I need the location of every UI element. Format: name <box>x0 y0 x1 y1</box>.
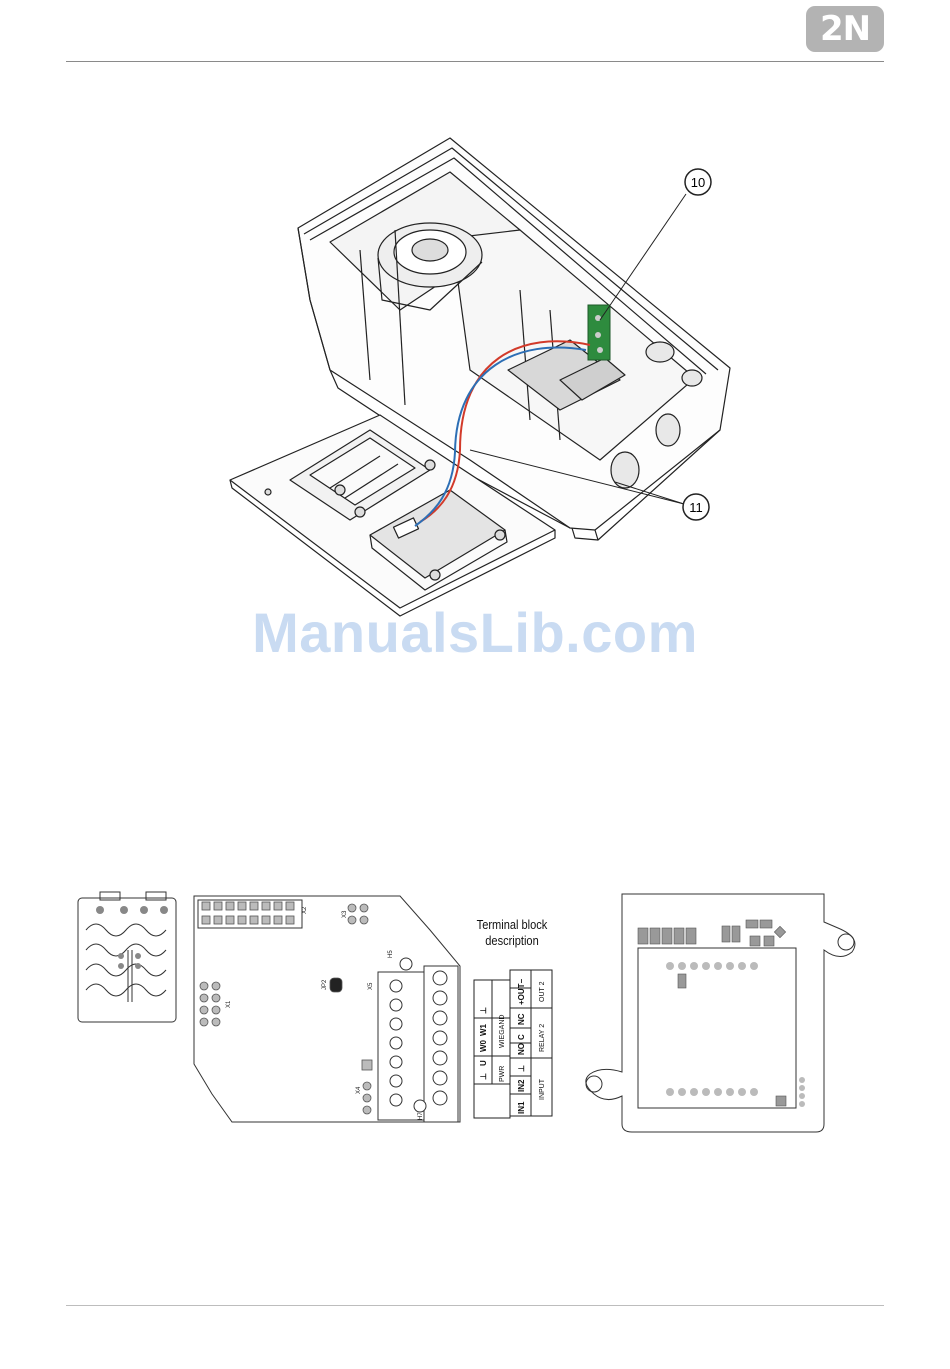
svg-text:IN2: IN2 <box>517 1079 526 1092</box>
svg-text:JP2: JP2 <box>322 979 328 990</box>
svg-text:W1: W1 <box>479 1023 488 1036</box>
svg-text:IN1: IN1 <box>517 1101 526 1114</box>
svg-text:X2: X2 <box>302 906 308 914</box>
svg-text:PWR: PWR <box>499 1066 506 1082</box>
svg-text:RELAY 2: RELAY 2 <box>539 1024 546 1052</box>
svg-text:WIEGAND: WIEGAND <box>499 1015 506 1048</box>
svg-text:OUT 2: OUT 2 <box>539 981 546 1002</box>
svg-text:U: U <box>479 1060 488 1066</box>
housing-assembly-illustration: 10 11 <box>220 130 750 620</box>
terminal-block-table: ⊥ U W0 W1 ⊥ PWR WIEGAND IN1 IN2 ⊥ NO C N… <box>472 968 554 1120</box>
main-pcb-drawing: X2 X3 X1 JP2 X5 H5 X4 H7 <box>192 894 464 1124</box>
svg-text:INPUT: INPUT <box>539 1078 546 1100</box>
svg-text:X1: X1 <box>226 1000 232 1008</box>
svg-text:W0: W0 <box>479 1039 488 1052</box>
svg-text:X4: X4 <box>356 1086 362 1094</box>
svg-text:⊥: ⊥ <box>517 1065 526 1072</box>
terminal-block-title: Terminal block description <box>461 917 563 949</box>
green-pcb <box>588 305 610 360</box>
brand-logo: 2N <box>806 6 884 52</box>
svg-text:+OUT−: +OUT− <box>517 978 526 1005</box>
svg-text:X5: X5 <box>368 982 374 990</box>
reader-pcb-drawing <box>576 892 864 1134</box>
svg-text:NC: NC <box>517 1013 526 1025</box>
watermark: ManualsLib.com <box>0 600 950 665</box>
svg-text:H7: H7 <box>418 1112 424 1120</box>
svg-text:NO: NO <box>517 1043 526 1055</box>
terminal-block-title-line1: Terminal block <box>461 917 563 933</box>
terminal-block-title-line2: description <box>461 933 563 949</box>
svg-text:⊥: ⊥ <box>479 1073 488 1080</box>
svg-text:X3: X3 <box>342 910 348 918</box>
small-pcb-drawing <box>76 890 180 1026</box>
svg-text:H5: H5 <box>388 950 394 958</box>
svg-text:10: 10 <box>691 175 705 190</box>
svg-text:11: 11 <box>689 500 703 515</box>
footer-divider <box>66 1305 884 1306</box>
svg-text:⊥: ⊥ <box>479 1007 488 1014</box>
svg-text:C: C <box>517 1034 526 1040</box>
header-divider <box>66 61 884 62</box>
